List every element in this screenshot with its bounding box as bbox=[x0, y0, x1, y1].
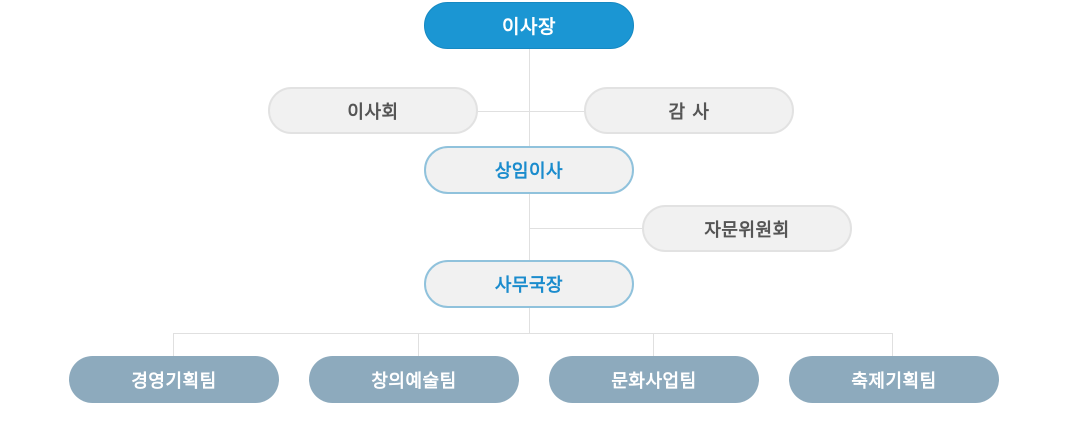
team-node-festival-planning[interactable]: 축제기획팀 bbox=[789, 356, 999, 403]
chairman-label: 이사장 bbox=[502, 16, 556, 38]
team-label: 축제기획팀 bbox=[851, 370, 937, 392]
team-label: 문화사업팀 bbox=[611, 370, 697, 392]
standing-director-label: 상임이사 bbox=[494, 161, 564, 182]
advisory-committee-label: 자문위원회 bbox=[704, 219, 790, 241]
auditor-node[interactable]: 감 사 bbox=[584, 87, 794, 134]
team-4-connector bbox=[892, 333, 893, 356]
standing-director-node[interactable]: 상임이사 bbox=[424, 146, 634, 194]
team-node-creative-arts[interactable]: 창의예술팀 bbox=[309, 356, 519, 403]
auditor-label: 감 사 bbox=[668, 101, 710, 123]
team-2-connector bbox=[418, 333, 419, 356]
advisory-committee-node[interactable]: 자문위원회 bbox=[642, 205, 852, 252]
advisory-connector bbox=[529, 228, 644, 229]
secretary-general-label: 사무국장 bbox=[494, 275, 564, 296]
team-1-connector bbox=[173, 333, 174, 356]
board-node[interactable]: 이사회 bbox=[268, 87, 478, 134]
chairman-node[interactable]: 이사장 bbox=[424, 2, 634, 49]
team-3-connector bbox=[653, 333, 654, 356]
board-auditor-connector bbox=[476, 111, 586, 112]
team-node-cultural-projects[interactable]: 문화사업팀 bbox=[549, 356, 759, 403]
teams-bus-connector bbox=[173, 333, 893, 334]
team-label: 경영기획팀 bbox=[131, 370, 217, 392]
team-label: 창의예술팀 bbox=[371, 370, 457, 392]
board-label: 이사회 bbox=[347, 101, 399, 123]
secretary-general-node[interactable]: 사무국장 bbox=[424, 260, 634, 308]
team-node-management-planning[interactable]: 경영기획팀 bbox=[69, 356, 279, 403]
